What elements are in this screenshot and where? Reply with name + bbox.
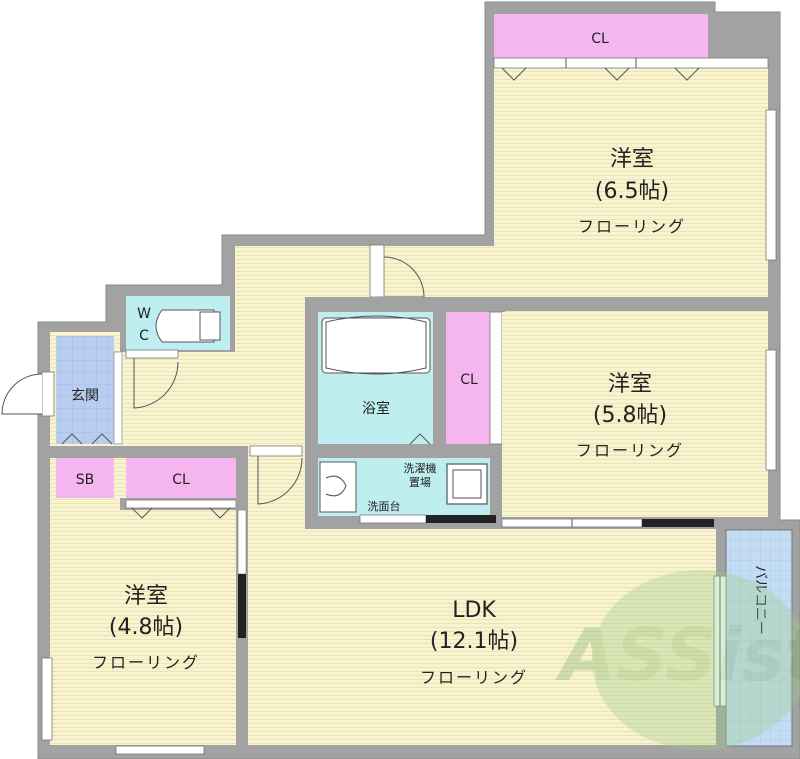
closet-b [446,312,492,444]
watermark: ASSist [555,570,800,750]
washbasin-label: 洗面台 [368,499,401,513]
bedroom-c-size: (4.8帖) [109,615,183,640]
bath-label: 浴室 [362,400,390,417]
bedroom-c-title: 洋室 [124,584,168,609]
closet-c [126,458,236,498]
ldk-title: LDK [452,598,496,623]
shoe-box [56,458,114,498]
balcony [725,529,793,747]
entrance-label: 玄関 [71,387,99,404]
balcony-label: バルコニー [752,565,768,635]
wc-label-2: C [139,328,149,344]
svg-text:ASSist: ASSist [555,613,800,697]
washer-pan [446,463,488,505]
bedroom-b-size: (5.8帖) [593,403,667,428]
entrance [56,336,114,444]
closet-b-label: CL [460,372,478,388]
sb-label: SB [76,472,95,488]
wc-label-1: W [137,306,151,322]
ldk-floor: フローリング [420,668,528,687]
ldk-size: (12.1帖) [430,629,518,654]
closet-c-label: CL [172,472,190,488]
bedroom-c-floor: フローリング [92,653,200,672]
washer-label-2: 置場 [409,476,431,489]
bedroom-b-floor: フローリング [576,441,684,460]
bedroom-a-size: (6.5帖) [595,179,669,204]
closet-top-label: CL [591,31,609,47]
bedroom-b-title: 洋室 [608,372,652,397]
washer-label-1: 洗濯機 [404,461,437,475]
closet-top [494,14,708,60]
bedroom-a-floor: フローリング [578,217,686,236]
bedroom-a-title: 洋室 [610,147,654,172]
